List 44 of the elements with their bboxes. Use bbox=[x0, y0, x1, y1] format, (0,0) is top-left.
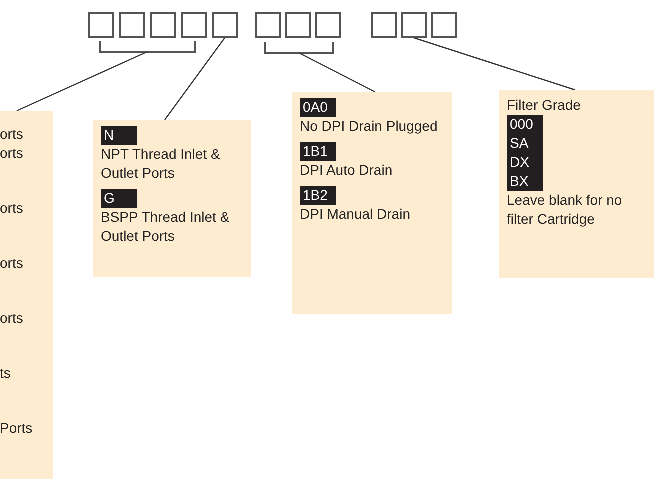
option-description: Ports bbox=[0, 419, 34, 438]
option-code: G bbox=[101, 189, 137, 208]
option-description: Leave blank for no filter Cartridge bbox=[507, 191, 624, 229]
option-description: ts bbox=[0, 364, 12, 383]
option-description: orts bbox=[0, 125, 24, 144]
code-box bbox=[181, 12, 207, 38]
option-description: BSPP Thread Inlet & Outlet Ports bbox=[101, 208, 231, 246]
code-box bbox=[315, 12, 341, 38]
option-code: BX bbox=[507, 172, 543, 191]
option-description: NPT Thread Inlet & Outlet Ports bbox=[101, 145, 222, 183]
leader-line bbox=[16, 51, 148, 112]
option-description: Filter Grade bbox=[507, 96, 582, 115]
option-panel bbox=[499, 90, 654, 278]
bracket bbox=[264, 42, 334, 54]
code-box bbox=[150, 12, 176, 38]
option-description: orts bbox=[0, 254, 24, 273]
option-description: orts bbox=[0, 199, 24, 218]
bracket bbox=[99, 41, 196, 53]
option-description: orts bbox=[0, 144, 24, 163]
code-box bbox=[371, 12, 397, 38]
option-description: No DPI Drain Plugged bbox=[300, 117, 439, 136]
option-code: 0A0 bbox=[300, 98, 336, 117]
code-box bbox=[119, 12, 145, 38]
option-panel bbox=[0, 111, 53, 479]
leader-line bbox=[164, 38, 226, 120]
code-box bbox=[88, 12, 114, 38]
leader-line bbox=[298, 52, 376, 93]
code-box bbox=[401, 12, 427, 38]
option-description: DPI Manual Drain bbox=[300, 205, 412, 224]
code-box bbox=[212, 12, 238, 38]
option-description: DPI Auto Drain bbox=[300, 161, 394, 180]
option-panel bbox=[292, 92, 452, 314]
leader-line bbox=[414, 37, 576, 91]
option-code: 1B1 bbox=[300, 142, 336, 161]
code-box bbox=[255, 12, 281, 38]
code-box bbox=[431, 12, 457, 38]
option-description: orts bbox=[0, 309, 24, 328]
option-code: 000 bbox=[507, 115, 543, 134]
option-code: 1B2 bbox=[300, 186, 336, 205]
option-panel bbox=[93, 120, 251, 277]
option-code: DX bbox=[507, 153, 543, 172]
code-box bbox=[285, 12, 311, 38]
option-code: N bbox=[101, 126, 137, 145]
option-code: SA bbox=[507, 134, 543, 153]
